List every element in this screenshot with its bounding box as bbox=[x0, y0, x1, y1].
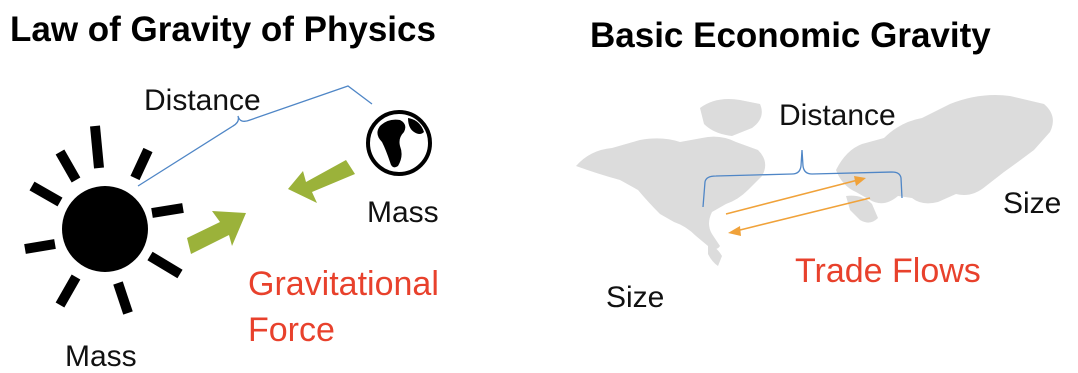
gravitational-force-label-line2: Force bbox=[248, 311, 335, 349]
size-label-right: Size bbox=[1003, 187, 1062, 220]
earth-icon bbox=[366, 110, 432, 176]
gravitational-force-label-line1: Gravitational bbox=[248, 265, 439, 303]
sun-mass-label: Mass bbox=[65, 340, 137, 373]
distance-bracket-right bbox=[702, 149, 903, 208]
force-arrow-from-earth bbox=[288, 160, 355, 203]
size-label-left: Size bbox=[606, 281, 665, 314]
right-panel-title: Basic Economic Gravity bbox=[590, 16, 991, 55]
left-panel-title: Law of Gravity of Physics bbox=[10, 10, 436, 49]
distance-bracket-left bbox=[137, 85, 373, 187]
trade-flow-arrows bbox=[725, 176, 871, 236]
economic-distance-label: Distance bbox=[779, 99, 896, 132]
world-map-illustration bbox=[576, 95, 1053, 266]
force-arrow-from-sun bbox=[187, 211, 246, 254]
sun-icon bbox=[24, 125, 184, 315]
physics-distance-label: Distance bbox=[144, 84, 261, 117]
trade-flows-label: Trade Flows bbox=[795, 252, 981, 290]
earth-mass-label: Mass bbox=[367, 196, 439, 229]
